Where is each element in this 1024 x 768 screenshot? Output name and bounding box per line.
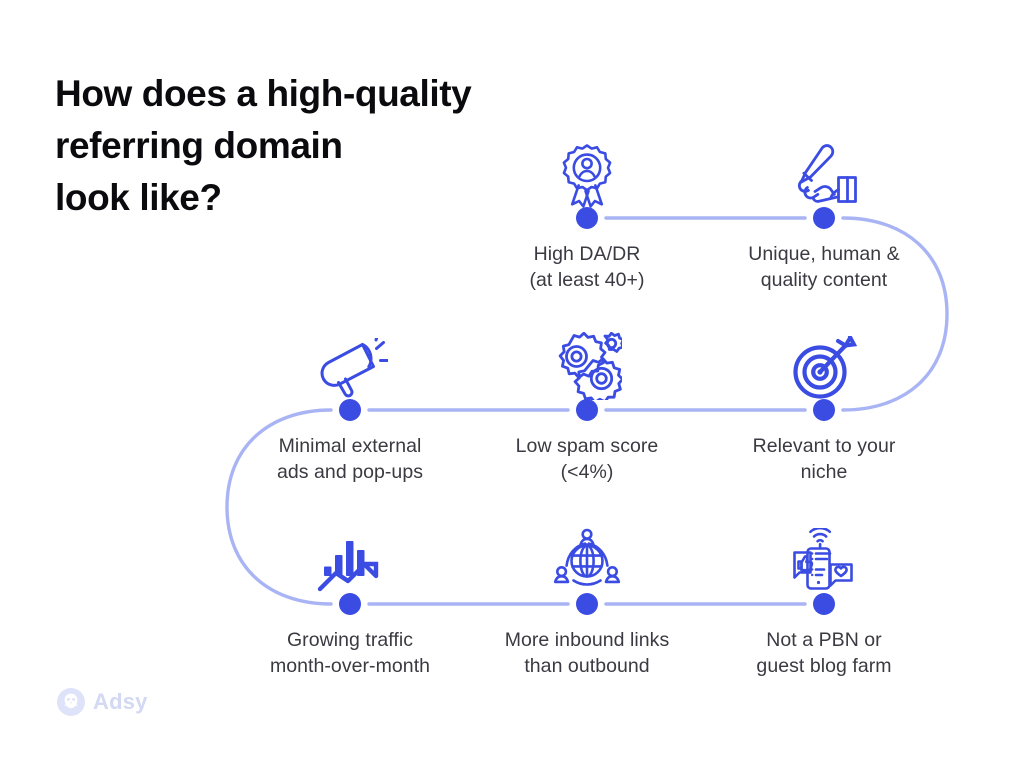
award-badge-icon (549, 132, 625, 208)
page-title: How does a high-quality referring domain… (55, 73, 472, 218)
gears-icon (549, 324, 625, 400)
node-label: Relevant to your niche (752, 435, 896, 483)
adsy-logo[interactable]: Adsy (57, 688, 148, 716)
node-label: Not a PBN or guest blog farm (756, 629, 892, 677)
node-dot (576, 593, 598, 615)
logo-text: Adsy (93, 689, 148, 714)
node-label: Growing traffic month-over-month (269, 629, 431, 677)
growth-chart-icon (312, 518, 388, 594)
node-dot (813, 207, 835, 229)
social-engagement-icon (786, 518, 862, 594)
node-dot (813, 593, 835, 615)
target-arrow-icon (786, 324, 862, 400)
node-dot (339, 593, 361, 615)
owl-icon (57, 688, 85, 716)
node-dot (576, 399, 598, 421)
node-label: More inbound links than outbound (504, 629, 670, 677)
node-dot (576, 207, 598, 229)
node-label: High DA/DR (at least 40+) (529, 243, 645, 291)
globe-users-icon (549, 518, 625, 594)
node-dot (339, 399, 361, 421)
node-label: Low spam score (<4%) (515, 435, 659, 483)
node-label: Minimal external ads and pop-ups (276, 435, 424, 483)
hand-writing-icon (786, 132, 862, 208)
node-label: Unique, human & quality content (748, 243, 900, 291)
megaphone-icon (312, 324, 388, 400)
node-dot (813, 399, 835, 421)
